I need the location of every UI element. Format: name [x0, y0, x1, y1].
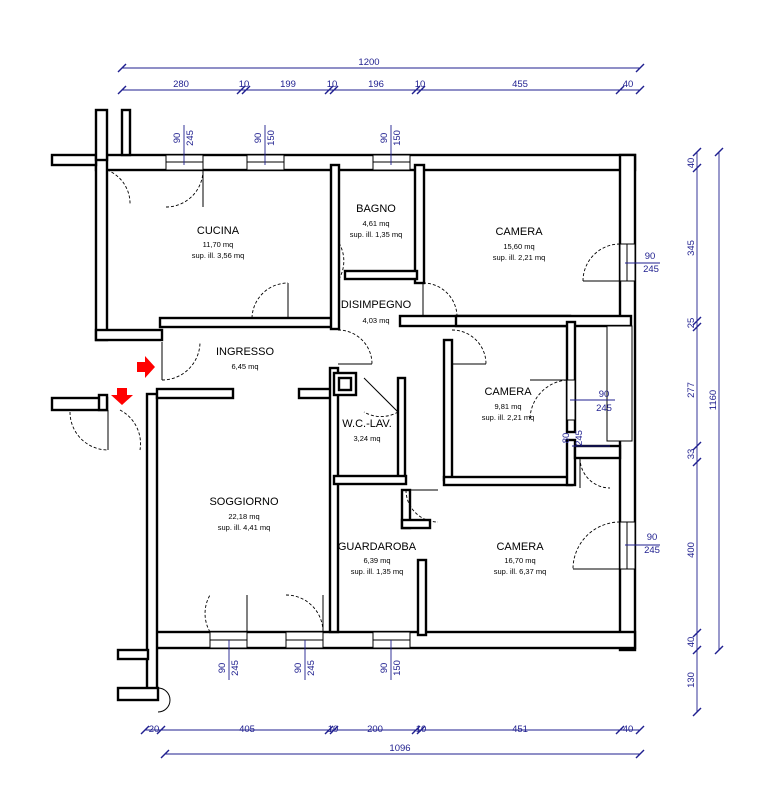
room-camera-1: CAMERA 15,60 mq sup. ill. 2,21 mq: [493, 226, 546, 262]
dim-top-seg-5: 10: [415, 79, 426, 90]
dim-top-seg-7: 40: [623, 79, 634, 90]
dim-top-seg-6: 455: [512, 79, 528, 90]
dim-right-seg-0: 40: [686, 158, 697, 169]
entry-arrows: [111, 356, 155, 405]
open-bagno-w: 90: [379, 133, 390, 144]
room-bagno-name: BAGNO: [356, 203, 396, 215]
open-camera3-h: 245: [644, 545, 660, 556]
dim-right-seg-5: 400: [686, 542, 697, 558]
dim-right-seg-6: 40: [686, 637, 697, 648]
room-guardaroba-sup: sup. ill. 1,35 mq: [351, 567, 404, 576]
dim-top-seg-4: 196: [368, 79, 384, 90]
open-cucina2-w: 90: [253, 133, 264, 144]
room-disimpegno-area: 4,03 mq: [362, 316, 389, 325]
dim-bottom-total: 1096: [389, 743, 410, 754]
dim-top-total: 1200: [358, 57, 379, 68]
dim-bottom-seg-2: 10: [328, 724, 339, 735]
top-dimensions: 1200 280 10 199 10 196 10 455 40: [117, 57, 645, 95]
entry-arrow-right-icon: [137, 356, 155, 378]
open-cucina-w: 90: [172, 133, 183, 144]
dim-right-seg-1: 345: [686, 240, 697, 256]
open-sogg1-h: 245: [230, 660, 241, 676]
room-camera3-area: 16,70 mq: [504, 556, 535, 565]
room-camera1-sup: sup. ill. 2,21 mq: [493, 253, 546, 262]
dim-bottom-seg-4: 10: [416, 724, 427, 735]
dim-bottom-seg-3: 200: [367, 724, 383, 735]
dim-right-seg-4: 33: [686, 449, 697, 460]
dim-right-extra: 130: [686, 672, 697, 688]
room-disimpegno-name: DISIMPEGNO: [341, 299, 412, 311]
dim-bottom-seg-5: 451: [512, 724, 528, 735]
room-soggiorno-sup: sup. ill. 4,41 mq: [218, 523, 271, 532]
open-camera3-w: 90: [647, 532, 658, 543]
open-small-h: 245: [574, 430, 585, 446]
door-swings: [69, 169, 621, 713]
dim-right-total: 1160: [708, 390, 719, 410]
opening-labels: 90 245 90 150 90 150 90 245 90 245 80 24…: [172, 125, 660, 680]
dim-right-seg-3: 277: [686, 382, 697, 398]
room-wc: W.C.-LAV. 3,24 mq: [342, 418, 392, 443]
open-camera1-h: 245: [643, 264, 659, 275]
room-guardaroba: GUARDAROBA 6,39 mq sup. ill. 1,35 mq: [338, 541, 417, 576]
room-camera2-area: 9,81 mq: [494, 402, 521, 411]
room-cucina: CUCINA 11,70 mq sup. ill. 3,56 mq: [192, 225, 245, 260]
dim-bottom-seg-0: 20: [149, 724, 160, 735]
room-bagno: BAGNO 4,61 mq sup. ill. 1,35 mq: [350, 203, 403, 239]
room-camera3-name: CAMERA: [496, 541, 544, 553]
open-camera1-w: 90: [645, 251, 656, 262]
dim-right-seg-2: 25: [686, 318, 697, 329]
open-guard-h: 150: [392, 660, 403, 676]
room-camera1-name: CAMERA: [495, 226, 543, 238]
room-camera1-area: 15,60 mq: [503, 242, 534, 251]
room-soggiorno-area: 22,18 mq: [228, 512, 259, 521]
open-sogg2-w: 90: [293, 663, 304, 674]
open-camera2-h: 245: [596, 403, 612, 414]
room-cucina-area: 11,70 mq: [203, 240, 234, 249]
dim-top-seg-3: 10: [327, 79, 338, 90]
room-ingresso: INGRESSO 6,45 mq: [216, 346, 275, 371]
room-wc-area: 3,24 mq: [353, 434, 380, 443]
open-small-w: 80: [561, 433, 572, 444]
dim-top-seg-0: 280: [173, 79, 189, 90]
room-camera-3: CAMERA 16,70 mq sup. ill. 6,37 mq: [494, 541, 547, 576]
open-camera2-w: 90: [599, 389, 610, 400]
room-cucina-name: CUCINA: [197, 225, 240, 237]
dim-bottom-seg-1: 405: [239, 724, 255, 735]
room-soggiorno-name: SOGGIORNO: [209, 496, 279, 508]
room-cucina-sup: sup. ill. 3,56 mq: [192, 251, 245, 260]
room-bagno-area: 4,61 mq: [362, 219, 389, 228]
room-soggiorno: SOGGIORNO 22,18 mq sup. ill. 4,41 mq: [209, 496, 279, 532]
open-bagno-h: 150: [392, 130, 403, 146]
room-camera-2: CAMERA 9,81 mq sup. ill. 2,21 mq: [482, 386, 535, 422]
dim-top-seg-1: 10: [239, 79, 250, 90]
open-guard-w: 90: [379, 663, 390, 674]
room-camera2-name: CAMERA: [484, 386, 532, 398]
room-guardaroba-area: 6,39 mq: [363, 556, 390, 565]
room-labels: CUCINA 11,70 mq sup. ill. 3,56 mq BAGNO …: [192, 203, 547, 576]
room-guardaroba-name: GUARDAROBA: [338, 541, 417, 553]
right-dimensions: 40 345 25 277 33 400 40 130 1160: [686, 147, 724, 717]
open-cucina-h: 245: [185, 130, 196, 146]
walls: [50, 108, 637, 702]
open-sogg2-h: 245: [306, 660, 317, 676]
room-ingresso-area: 6,45 mq: [231, 362, 258, 371]
dim-bottom-seg-6: 40: [623, 724, 634, 735]
room-disimpegno: DISIMPEGNO 4,03 mq: [341, 299, 412, 325]
dim-top-seg-2: 199: [280, 79, 296, 90]
room-camera3-sup: sup. ill. 6,37 mq: [494, 567, 547, 576]
open-cucina2-h: 150: [266, 130, 277, 146]
bottom-dimensions: 20 405 10 200 10 451 40 1096: [140, 724, 645, 759]
entry-arrow-down-icon: [111, 388, 133, 405]
room-camera2-sup: sup. ill. 2,21 mq: [482, 413, 535, 422]
room-ingresso-name: INGRESSO: [216, 346, 275, 358]
room-bagno-sup: sup. ill. 1,35 mq: [350, 230, 403, 239]
room-wc-name: W.C.-LAV.: [342, 418, 392, 430]
windows: [165, 154, 636, 649]
open-sogg1-w: 90: [217, 663, 228, 674]
